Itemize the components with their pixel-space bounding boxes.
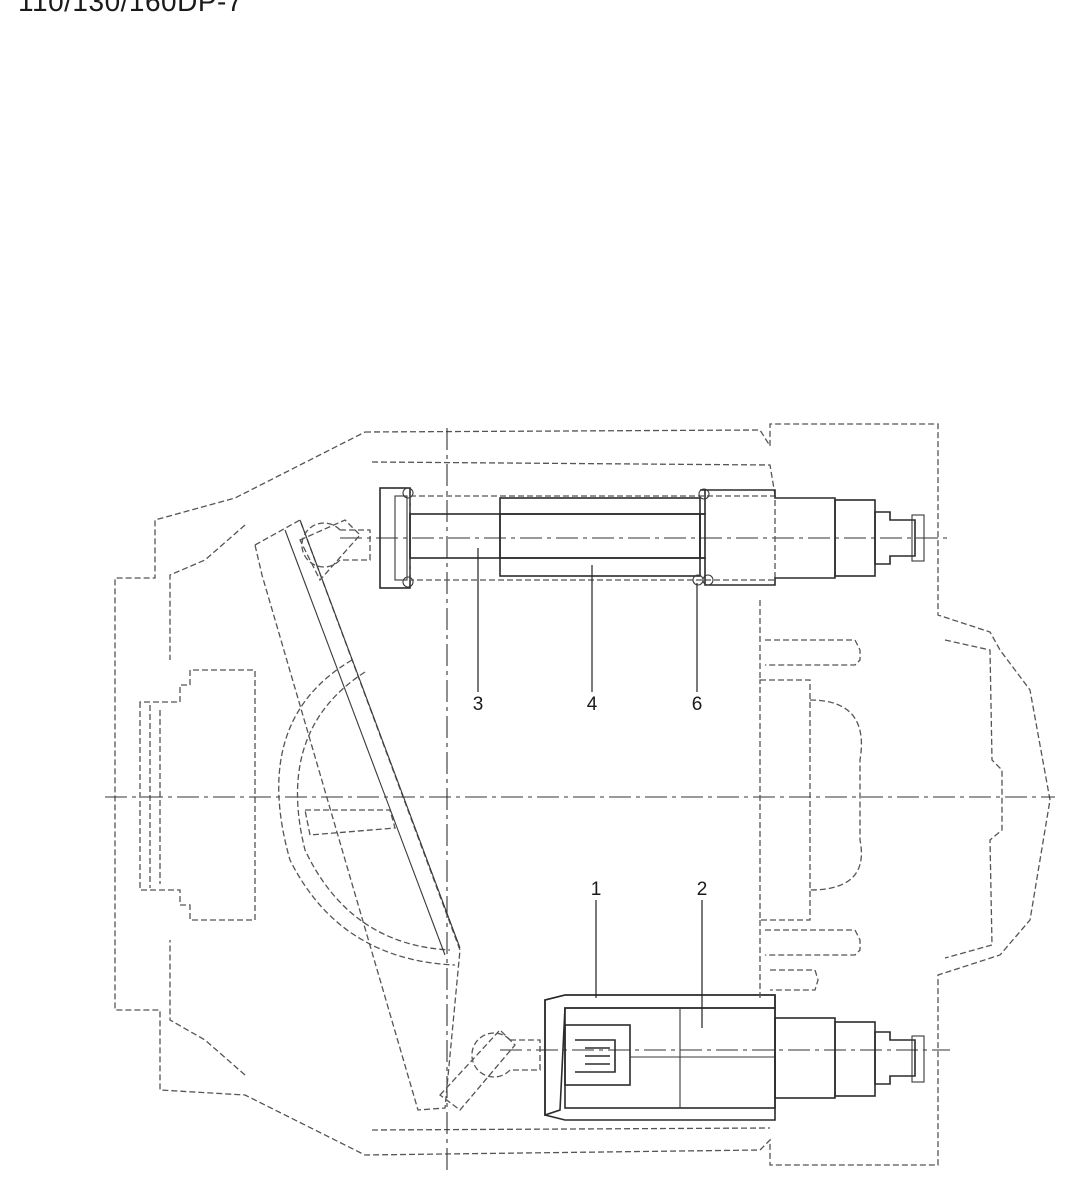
- swash-plate-face: [299, 519, 461, 949]
- lower-cylinder-hatch-top: [544, 994, 776, 1117]
- swash-plate-arc-inner: [296, 671, 451, 951]
- lower-end-cap: [774, 1017, 836, 1099]
- upper-link: [299, 519, 361, 582]
- small-bolt: [770, 969, 819, 991]
- housing-outline: [114, 423, 1051, 1166]
- callout-6: 6: [692, 694, 703, 715]
- lower-piston-spring: [575, 1039, 616, 1073]
- left-flange: [139, 669, 256, 921]
- lower-piston-hatched: [564, 1007, 776, 1109]
- callout-4: 4: [587, 694, 598, 715]
- upper-ball-joint: [301, 522, 371, 568]
- lower-plug-nut: [911, 1035, 925, 1083]
- swash-plate: [254, 519, 461, 1111]
- upper-bolt: [765, 639, 861, 666]
- right-housing-contour: [944, 639, 1003, 959]
- upper-piston-sleeve: [499, 497, 701, 577]
- drawing-title: 110/130/160DP-7: [18, 0, 243, 17]
- swash-plate-strut: [304, 809, 396, 836]
- upper-rod-bore: [499, 513, 701, 559]
- upper-plug-nut: [911, 514, 925, 562]
- lower-bolt: [765, 929, 861, 956]
- callout-3: 3: [473, 694, 484, 715]
- upper-oring-right-bottom-2: [702, 574, 714, 586]
- upper-piston-rod: [409, 513, 706, 559]
- lower-plug: [834, 1021, 876, 1097]
- swash-plate-arc-outer: [278, 659, 456, 966]
- swash-plate-face-2: [284, 529, 446, 956]
- upper-end-cap-hatched: [699, 489, 836, 586]
- housing-inner-outline: [169, 461, 776, 1131]
- valve-plate: [759, 679, 811, 921]
- callout-2: 2: [697, 879, 708, 900]
- lower-ball-joint: [471, 1032, 541, 1078]
- upper-oring-right-top: [698, 488, 710, 500]
- upper-oring-left-top: [402, 487, 414, 499]
- valve-dome: [809, 699, 862, 891]
- lower-plug-tip: [874, 1031, 916, 1085]
- lower-link: [439, 1029, 516, 1111]
- upper-plug-tip: [874, 511, 916, 565]
- upper-oring-left-bottom: [402, 576, 414, 588]
- lower-piston-core: [564, 1024, 631, 1086]
- callout-1: 1: [591, 879, 602, 900]
- upper-piston-cap-detail: [394, 495, 408, 581]
